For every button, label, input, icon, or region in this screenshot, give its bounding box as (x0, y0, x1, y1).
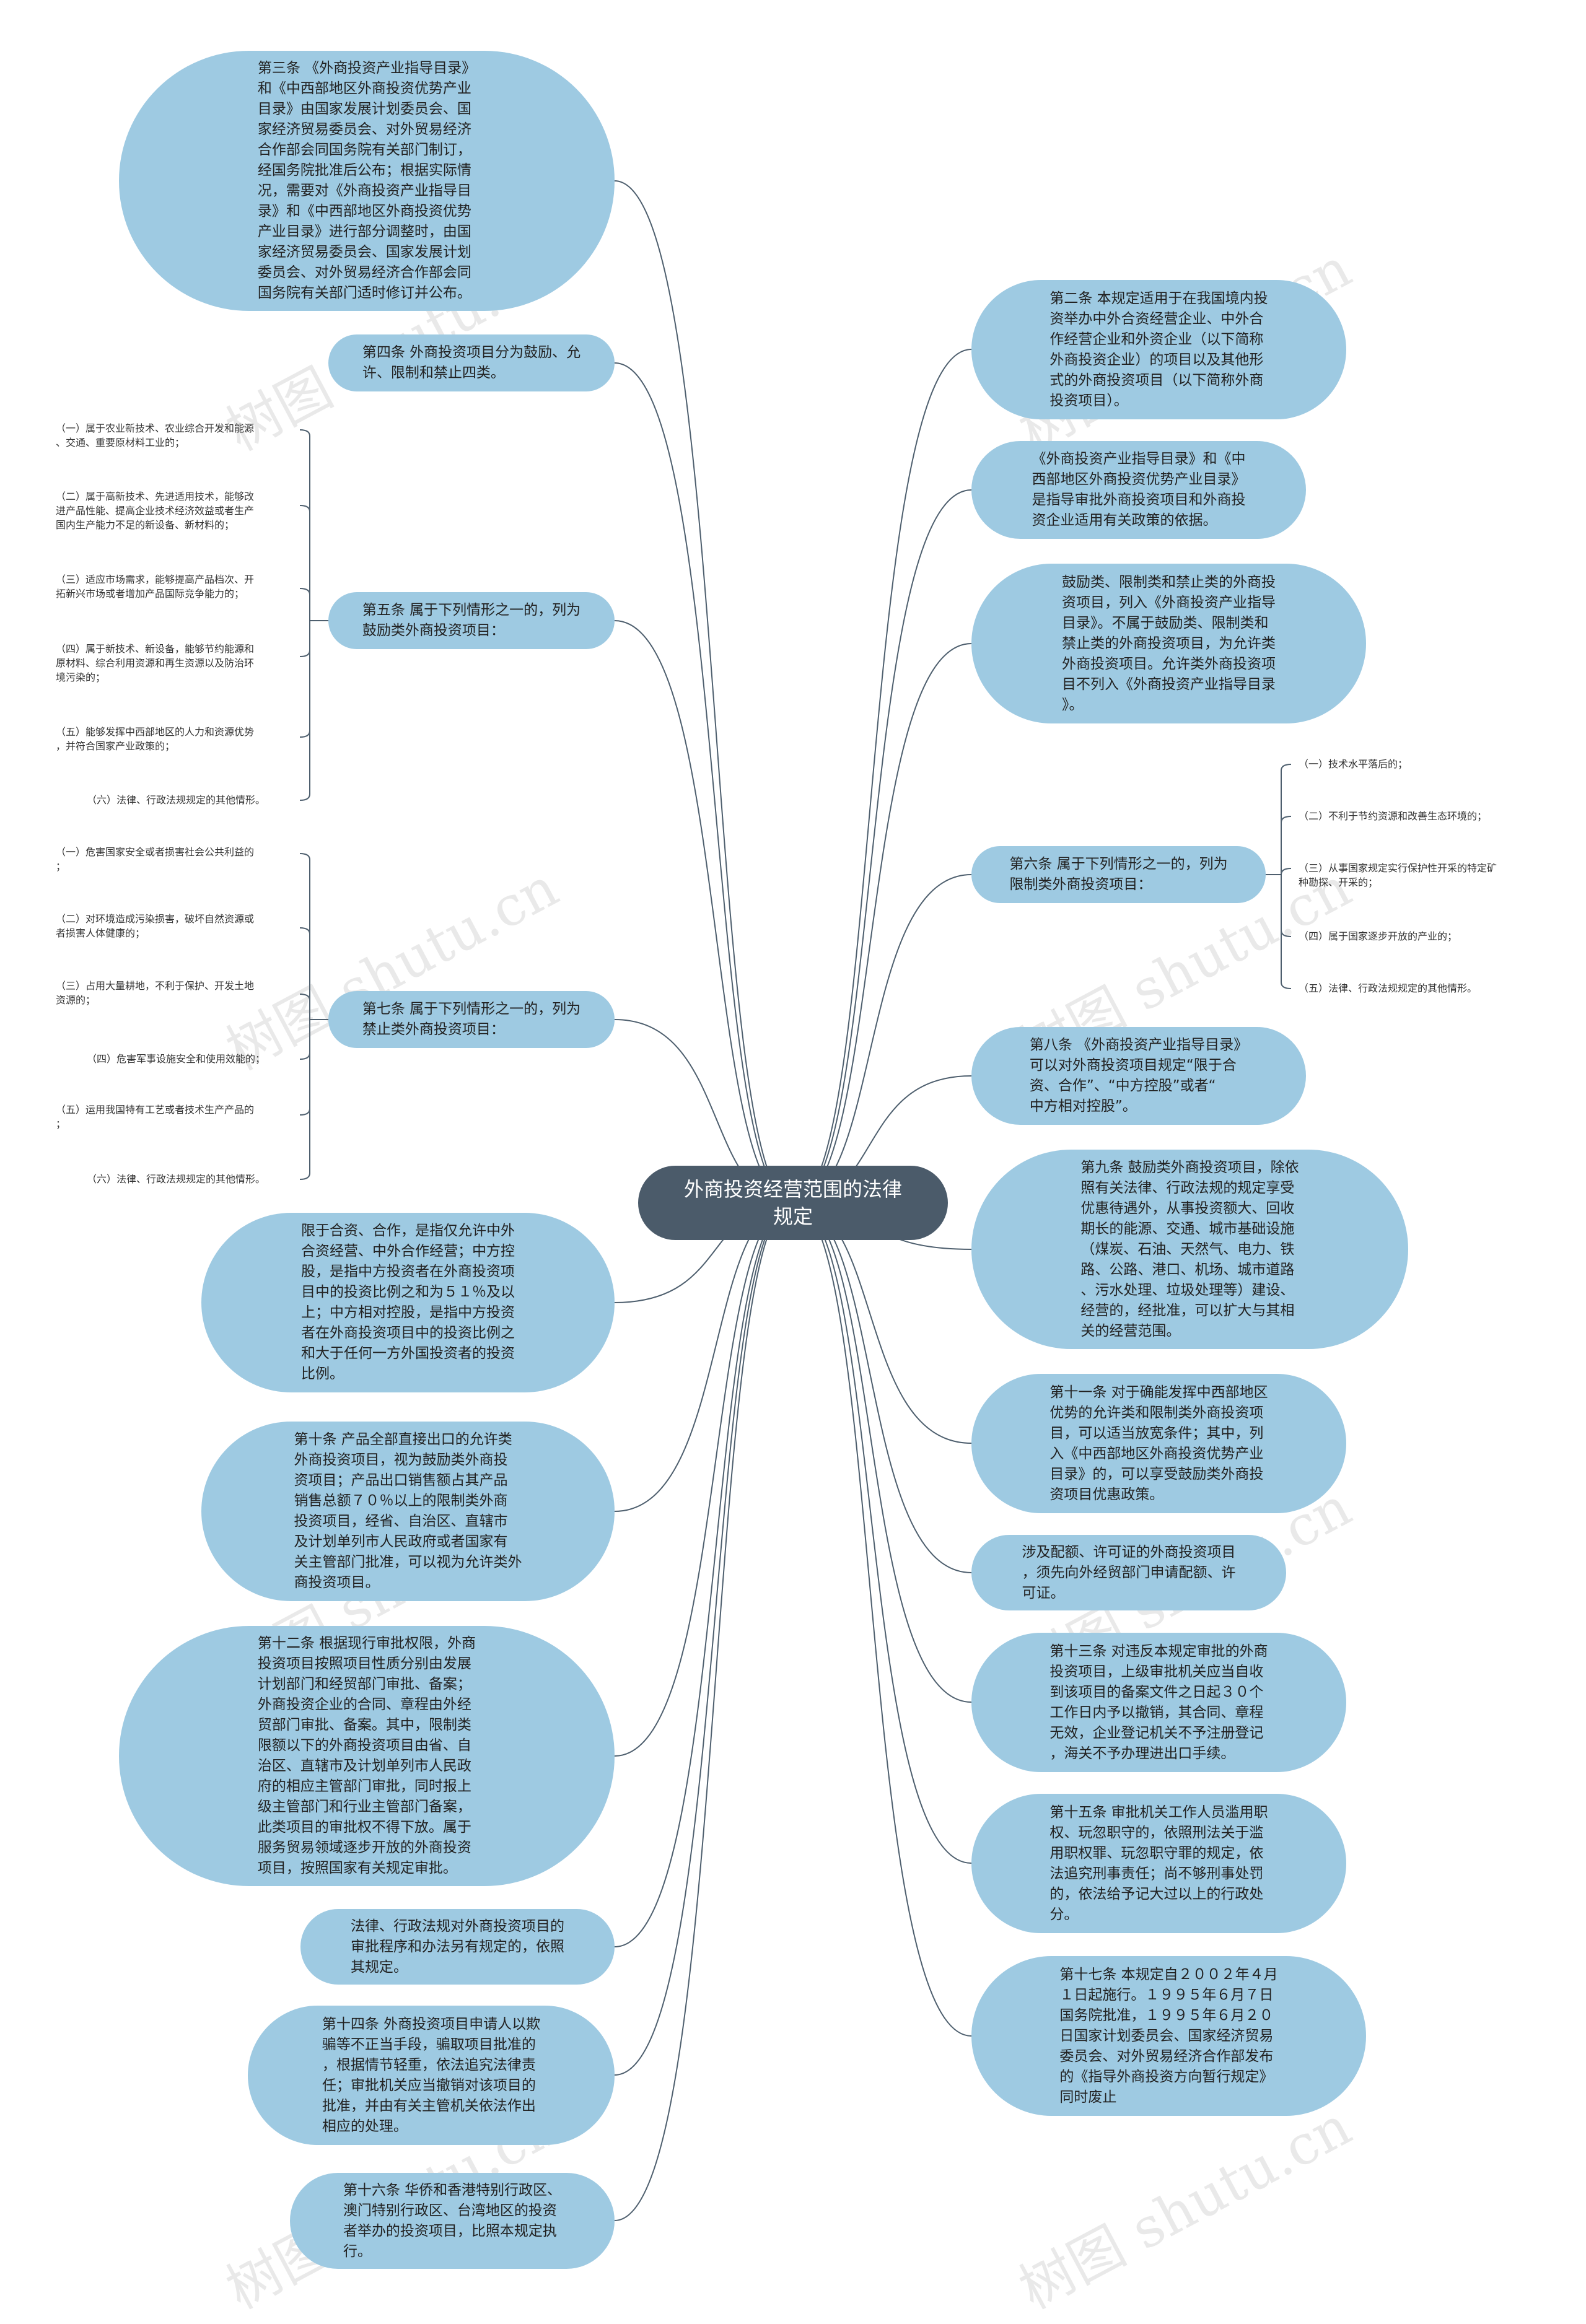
connector-encouraged (299, 619, 330, 801)
node-text: 鼓励类、限制类和禁止类的外商投 资项目，列入《外商投资产业指导 目录》。不属于鼓… (1062, 574, 1276, 713)
node-joint-venture-definition[interactable]: 限于合资、合作，是指仅允许中外 合资经营、中外合作经营；中方控 股，是指中方投资… (201, 1213, 615, 1392)
connector-prohibited (299, 1019, 330, 1180)
connector-root-right (792, 1202, 972, 1864)
node-article-17[interactable]: 第十七条 本规定自２００２年４月 １日起施行。１９９５年６月７日 国务院批准，１… (971, 1956, 1366, 2116)
connector-encouraged (299, 619, 330, 657)
leaf-prohibited-3: （三）占用大量耕地，不利于保护、开发土地 资源的； (56, 980, 255, 1006)
node-article-8[interactable]: 第八条 《外商投资产业指导目录》 可以对外商投资项目规定“限于合 资、合作”、“… (971, 1027, 1306, 1125)
connector-root-left (614, 1202, 794, 2076)
root-topic[interactable]: 外商投资经营范围的法律 规定 (638, 1166, 948, 1240)
node-text: 第三条 《外商投资产业指导目录》 和《中西部地区外商投资优势产业 目录》由国家发… (257, 60, 476, 301)
node-text: 第八条 《外商投资产业指导目录》 可以对外商投资项目规定“限于合 资、合作”、“… (1029, 1037, 1248, 1114)
node-article-10[interactable]: 第十条 产品全部直接出口的允许类 外商投资项目，视为鼓励类外商投 资项目；产品出… (201, 1422, 615, 1601)
node-other-procedures[interactable]: 法律、行政法规对外商投资项目的 审批程序和办法另有规定的，依照 其规定。 (300, 1909, 615, 1985)
node-text: 第十二条 根据现行审批权限，外商 投资项目按照项目性质分别由发展 计划部门和经贸… (257, 1635, 476, 1876)
node-text: 第十六条 华侨和香港特别行政区、 澳门特别行政区、台湾地区的投资 者举办的投资项… (343, 2182, 562, 2260)
connector-root-right (792, 489, 972, 1204)
connector-root-left (614, 362, 794, 1204)
leaf-encouraged-3: （三）适应市场需求，能够提高产品档次、开 拓新兴市场或者增加产品国际竞争能力的； (56, 574, 255, 600)
node-article-5[interactable]: 第五条 属于下列情形之一的，列为 鼓励类外商投资项目： (328, 592, 615, 649)
node-text: 限于合资、合作，是指仅允许中外 合资经营、中外合作经营；中方控 股，是指中方投资… (301, 1223, 515, 1382)
connector-encouraged (299, 588, 330, 621)
node-text: 第十四条 外商投资项目申请人以欺 骗等不正当手段，骗取项目批准的 ，根据情节轻重… (322, 2016, 541, 2134)
connector-root-right (792, 643, 972, 1204)
node-project-categories[interactable]: 鼓励类、限制类和禁止类的外商投 资项目，列入《外商投资产业指导 目录》。不属于鼓… (971, 564, 1366, 723)
leaf-restricted-2: （二）不利于节约资源和改善生态环境的； (1299, 810, 1487, 822)
node-text: 第十七条 本规定自２００２年４月 １日起施行。１９９５年６月７日 国务院批准，１… (1059, 1966, 1278, 2105)
connector-root-left (614, 1202, 794, 1947)
node-article-3[interactable]: 第三条 《外商投资产业指导目录》 和《中西部地区外商投资优势产业 目录》由国家发… (119, 51, 615, 311)
leaf-encouraged-4: （四）属于新技术、新设备，能够节约能源和 原材料、综合利用资源和再生资源以及防治… (56, 643, 255, 683)
leaf-prohibited-6: （六）法律、行政法规规定的其他情形。 (87, 1173, 266, 1185)
leaf-prohibited-4: （四）危害军事设施安全和使用效能的； (87, 1053, 266, 1065)
node-text: 第五条 属于下列情形之一的，列为 鼓励类外商投资项目： (362, 602, 581, 639)
connector-root-left (614, 180, 794, 1204)
connector-root-right (792, 1202, 972, 2037)
leaf-encouraged-2: （二）属于高新技术、先进适用技术，能够改 进产品性能、提高企业技术经济效益或者生… (56, 491, 255, 531)
node-article-14[interactable]: 第十四条 外商投资项目申请人以欺 骗等不正当手段，骗取项目批准的 ，根据情节轻重… (248, 2006, 615, 2145)
node-text: 法律、行政法规对外商投资项目的 审批程序和办法另有规定的，依照 其规定。 (351, 1918, 564, 1975)
connector-root-right (792, 349, 972, 1204)
leaf-encouraged-1: （一）属于农业新技术、农业综合开发和能源 、交通、重要原材料工业的； (56, 422, 255, 448)
connector-encouraged (299, 429, 330, 621)
root-topic-label: 外商投资经营范围的法律 规定 (683, 1177, 902, 1228)
node-article-13[interactable]: 第十三条 对违反本规定审批的外商 投资项目，上级审批机关应当自收 到该项目的备案… (971, 1633, 1346, 1772)
connector-root-right (792, 874, 972, 1204)
leaf-encouraged-5: （五）能够发挥中西部地区的人力和资源优势 ，并符合国家产业政策的； (56, 726, 255, 752)
node-text: 第六条 属于下列情形之一的，列为 限制类外商投资项目： (1009, 856, 1228, 893)
node-text: 涉及配额、许可证的外商投资项目 ，须先向外经贸部门申请配额、许 可证。 (1022, 1544, 1236, 1601)
leaf-restricted-3: （三）从事国家规定实行保护性开采的特定矿 种勘探、开采的； (1299, 862, 1497, 888)
node-text: 第十五条 审批机关工作人员滥用职 权、玩忽职守的，依照刑法关于滥 用职权罪、玩忽… (1049, 1804, 1268, 1923)
node-text: 第四条 外商投资项目分为鼓励、允 许、限制和禁止四类。 (362, 344, 581, 381)
node-article-12[interactable]: 第十二条 根据现行审批权限，外商 投资项目按照项目性质分别由发展 计划部门和经贸… (119, 1626, 615, 1886)
node-catalog-basis[interactable]: 《外商投资产业指导目录》和《中 西部地区外商投资优势产业目录》 是指导审批外商投… (971, 441, 1306, 539)
node-text: 第九条 鼓励类外商投资项目，除依 照有关法律、行政法规的规定享受 优惠待遇外，从… (1080, 1159, 1299, 1339)
node-article-7[interactable]: 第七条 属于下列情形之一的，列为 禁止类外商投资项目： (328, 991, 615, 1048)
connector-encouraged (299, 505, 330, 621)
leaf-restricted-1: （一）技术水平落后的； (1299, 758, 1408, 770)
node-article-11[interactable]: 第十一条 对于确能发挥中西部地区 优势的允许类和限制类外商投资项 目，可以适当放… (971, 1374, 1346, 1513)
connector-restricted (1263, 764, 1292, 875)
leaf-prohibited-2: （二）对环境造成污染损害，破坏自然资源或 者损害人体健康的； (56, 913, 255, 939)
leaf-restricted-5: （五）法律、行政法规规定的其他情形。 (1299, 982, 1478, 994)
leaf-restricted-4: （四）属于国家逐步开放的产业的； (1299, 930, 1458, 942)
node-text: 第二条 本规定适用于在我国境内投 资举办中外合资经营企业、中外合 作经营企业和外… (1049, 290, 1268, 409)
leaf-encouraged-6: （六）法律、行政法规规定的其他情形。 (87, 794, 266, 806)
node-article-6[interactable]: 第六条 属于下列情形之一的，列为 限制类外商投资项目： (971, 846, 1266, 903)
connector-root-right (792, 1202, 972, 1573)
leaf-prohibited-5: （五）运用我国特有工艺或者技术生产产品的 ； (56, 1104, 255, 1130)
node-article-15[interactable]: 第十五条 审批机关工作人员滥用职 权、玩忽职守的，依照刑法关于滥 用职权罪、玩忽… (971, 1794, 1346, 1933)
connector-root-right (792, 1202, 972, 1703)
connector-restricted (1263, 874, 1292, 989)
connector-root-left (614, 1202, 794, 2221)
node-article-9[interactable]: 第九条 鼓励类外商投资项目，除依 照有关法律、行政法规的规定享受 优惠待遇外，从… (971, 1150, 1408, 1349)
node-text: 第七条 属于下列情形之一的，列为 禁止类外商投资项目： (362, 1001, 581, 1038)
node-article-16[interactable]: 第十六条 华侨和香港特别行政区、 澳门特别行政区、台湾地区的投资 者举办的投资项… (290, 2173, 615, 2269)
connector-root-left (614, 1202, 794, 1757)
node-text: 第十条 产品全部直接出口的允许类 外商投资项目，视为鼓励类外商投 资项目；产品出… (294, 1431, 522, 1591)
connector-root-left (614, 1202, 794, 1512)
node-quota-license[interactable]: 涉及配额、许可证的外商投资项目 ，须先向外经贸部门申请配额、许 可证。 (971, 1535, 1286, 1610)
node-text: 《外商投资产业指导目录》和《中 西部地区外商投资优势产业目录》 是指导审批外商投… (1032, 451, 1246, 528)
node-text: 第十一条 对于确能发挥中西部地区 优势的允许类和限制类外商投资项 目，可以适当放… (1049, 1384, 1268, 1503)
node-text: 第十三条 对违反本规定审批的外商 投资项目，上级审批机关应当自收 到该项目的备案… (1049, 1643, 1268, 1762)
connector-root-left (614, 620, 794, 1204)
node-article-2[interactable]: 第二条 本规定适用于在我国境内投 资举办中外合资经营企业、中外合 作经营企业和外… (971, 280, 1346, 419)
connector-encouraged (299, 619, 330, 738)
leaf-prohibited-1: （一）危害国家安全或者损害社会公共利益的 ； (56, 846, 255, 872)
node-article-4[interactable]: 第四条 外商投资项目分为鼓励、允 许、限制和禁止四类。 (328, 334, 615, 391)
